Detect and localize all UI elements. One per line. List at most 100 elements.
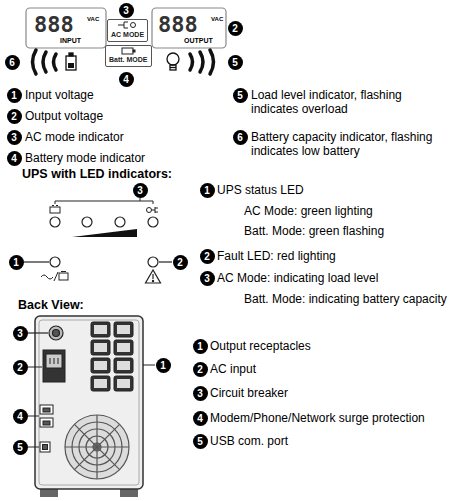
output-receptacles	[114, 340, 133, 355]
callout-number: 2	[200, 249, 215, 264]
battery-symbol	[66, 56, 76, 70]
bulb-symbol	[167, 53, 179, 65]
ac-input-socket	[50, 358, 51, 364]
modem-ports	[28, 416, 39, 417]
callout-number: 3	[133, 183, 148, 198]
modem-ports	[40, 418, 53, 427]
legend-text: Battery capacity indicator, flashing ind…	[251, 130, 466, 158]
battery-symbol	[68, 63, 74, 68]
led-battery-icon	[52, 205, 54, 206]
description-text: Batt. Mode: indicating battery capacity	[244, 292, 447, 306]
callout-number: 1	[156, 358, 171, 373]
warning-triangle	[152, 280, 153, 281]
legend-text: AC mode indicator	[25, 130, 124, 144]
cooling-fan	[65, 415, 129, 479]
output-receptacles	[117, 361, 130, 370]
callout-number: 6	[233, 130, 248, 145]
load-level-bars	[190, 54, 193, 70]
description-text: AC input	[210, 362, 256, 376]
description-text: Modem/Phone/Network surge protection	[210, 411, 425, 425]
output-receptacles	[94, 343, 107, 352]
output-receptacles	[94, 325, 107, 334]
output-receptacles	[117, 325, 130, 334]
level-ramp	[72, 229, 137, 237]
unit-text: VAC	[87, 16, 99, 23]
unit-text: VAC	[211, 16, 223, 23]
usb-port	[28, 447, 39, 448]
battery-symbol	[69, 53, 73, 56]
output-receptacles	[117, 343, 130, 352]
battery-capacity-bars	[33, 50, 37, 74]
ac-battery-symbol	[41, 275, 53, 279]
load-level-bars	[190, 50, 214, 74]
output-receptacles	[91, 322, 110, 337]
ups-housing	[39, 320, 139, 485]
led-battery-icon	[50, 207, 60, 213]
battery-symbol	[66, 53, 76, 70]
battery-icon	[122, 48, 135, 54]
modem-ports	[43, 421, 50, 425]
fault-led	[148, 257, 172, 267]
description-text: Circuit breaker	[210, 386, 288, 400]
callout-number: 4	[13, 409, 28, 424]
led-lights	[50, 217, 60, 227]
cooling-fan	[74, 424, 119, 469]
display-label: INPUT	[60, 37, 81, 45]
callout-number: 1	[200, 183, 215, 198]
lcd-frame	[26, 8, 106, 48]
status-led	[50, 257, 60, 267]
legend-text: Load level indicator, flashing indicates…	[251, 88, 451, 116]
battery-icon	[122, 48, 133, 54]
mode-indicator-box: Batt. MODE	[105, 45, 152, 67]
callout-number: 5	[193, 434, 208, 449]
ac-input-socket	[46, 354, 62, 368]
description-text: UPS status LED	[217, 183, 304, 197]
callout-number: 3	[193, 386, 208, 401]
circuit-breaker	[28, 326, 63, 340]
load-level-bars	[200, 52, 203, 72]
description-text: Batt. Mode: green flashing	[244, 224, 384, 238]
display-label: OUTPUT	[184, 37, 213, 45]
callout-number: 5	[233, 88, 248, 103]
circuit-breaker	[49, 326, 63, 340]
indicator-text: AC MODE	[111, 31, 144, 39]
fault-led	[148, 257, 158, 267]
plug-icon	[118, 22, 136, 28]
plug-icon	[124, 22, 128, 28]
battery-icon	[133, 50, 135, 52]
callout-number: 3	[7, 130, 22, 145]
output-receptacles	[94, 379, 107, 388]
battery-capacity-bars	[54, 54, 57, 70]
legend-text: Output voltage	[25, 109, 103, 123]
bulb-symbol	[167, 53, 179, 70]
callout-number: 1	[7, 88, 22, 103]
callout-number: 2	[193, 362, 208, 377]
output-receptacles	[114, 376, 133, 391]
callout-number: 3	[200, 271, 215, 286]
indicator-text: Batt. MODE	[109, 56, 148, 64]
legend-text: Input voltage	[25, 88, 94, 102]
description-text: AC Mode: green lighting	[244, 204, 373, 218]
callout-number: 5	[228, 55, 243, 70]
callout-number: 5	[13, 440, 28, 455]
callout-number: 4	[119, 72, 134, 87]
circuit-breaker	[28, 332, 48, 333]
ac-input-socket	[54, 358, 55, 364]
led-battery-icon	[56, 205, 58, 206]
battery-capacity-bars	[33, 50, 57, 74]
output-receptacles	[91, 322, 133, 391]
section-heading: UPS with LED indicators:	[22, 167, 172, 181]
led-bracket	[55, 198, 153, 204]
led-plug-icon	[147, 207, 159, 213]
fault-led	[159, 261, 172, 262]
battery-capacity-bars	[43, 52, 46, 72]
ac-input-socket	[58, 358, 59, 364]
level-ramp	[72, 229, 137, 237]
description-text: Fault LED: red lighting	[217, 249, 336, 263]
output-receptacles	[94, 361, 107, 370]
circuit-breaker	[53, 330, 60, 337]
ac-battery-symbol	[41, 272, 68, 282]
plug-icon	[131, 23, 136, 28]
warning-triangle	[152, 274, 153, 279]
